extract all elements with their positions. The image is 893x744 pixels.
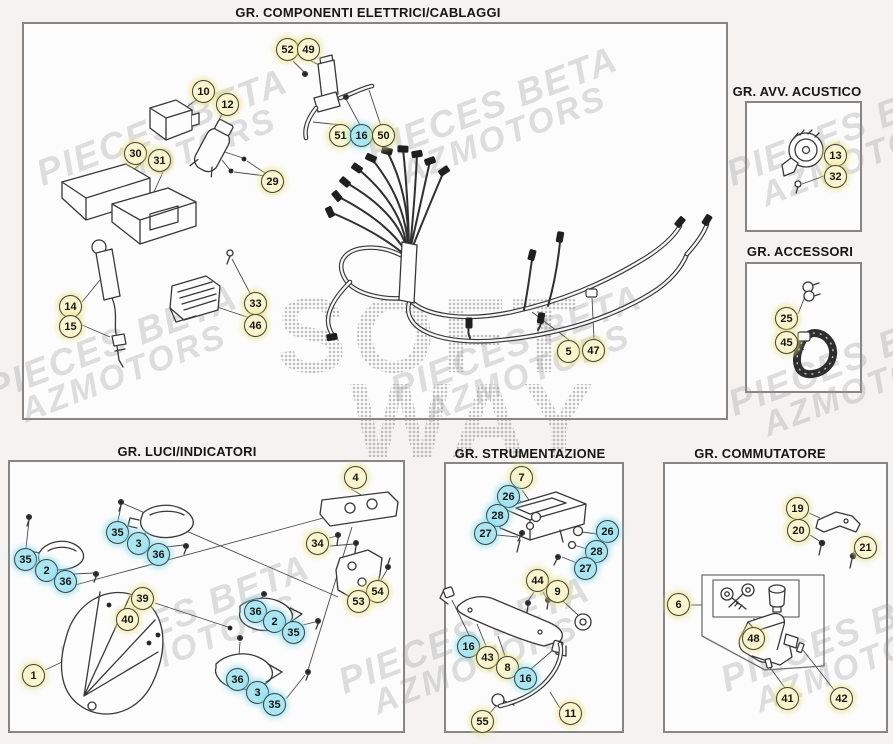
panel-title-luci-indicatori: GR. LUCI/INDICATORI [117,444,257,459]
panel-title-strumentazione: GR. STRUMENTAZIONE [454,446,606,461]
callout-commutatore-20: 20 [787,519,810,542]
callout-elettrici-15: 15 [59,315,82,338]
callout-elettrici-16: 16 [350,124,373,147]
callout-strumentazione-28: 28 [486,504,509,527]
callout-accessori-45: 45 [775,331,798,354]
headlight-screw-1 [106,602,112,608]
callout-strumentazione-26: 26 [497,485,520,508]
switch-bracket-drawing [815,511,861,569]
callout-acustico-32: 32 [824,165,847,188]
callout-elettrici-29: 29 [261,170,284,193]
callout-elettrici-52: 52 [276,38,299,61]
callout-elettrici-33: 33 [244,292,267,315]
headlight-screw-4 [227,625,233,631]
cap-47-drawing [585,288,598,298]
headlight-screw-2 [155,632,161,638]
callout-luci-2: 2 [35,559,58,582]
callout-strumentazione-55: 55 [471,710,494,733]
callout-accessori-25: 25 [775,307,798,330]
callout-luci-36: 36 [226,668,249,691]
callout-elettrici-30: 30 [124,142,147,165]
callout-luci-4: 4 [344,466,367,489]
callout-elettrici-49: 49 [297,38,320,61]
callout-strumentazione-27: 27 [574,557,597,580]
accessory-clamp-drawing [802,281,821,302]
regulator-drawing [169,275,221,323]
screw-29b [228,168,234,174]
callout-luci-54: 54 [366,580,389,603]
front-indicator-right-drawing [117,498,194,555]
spark-plug-drawing [111,333,127,368]
headlight-screw-3 [146,640,152,646]
callout-commutatore-19: 19 [786,497,809,520]
callout-luci-3: 3 [246,681,269,704]
panel-title-commutatore: GR. COMMUTATORE [694,446,826,461]
callout-luci-36: 36 [147,543,170,566]
callout-strumentazione-9: 9 [546,580,569,603]
callout-strumentazione-16: 16 [457,635,480,658]
callout-luci-35: 35 [282,621,305,644]
panel-title-avv-acustico: GR. AVV. ACUSTICO [732,84,862,99]
callout-commutatore-48: 48 [742,627,765,650]
callout-strumentazione-43: 43 [476,646,499,669]
headlight-drawing [60,591,164,715]
callout-elettrici-51: 51 [329,124,352,147]
callout-commutatore-41: 41 [776,687,799,710]
callout-strumentazione-28: 28 [585,540,608,563]
callout-strumentazione-27: 27 [474,522,497,545]
callout-elettrici-50: 50 [372,124,395,147]
callout-elettrici-47: 47 [582,339,605,362]
callout-commutatore-21: 21 [854,536,877,559]
callout-elettrici-31: 31 [148,149,171,172]
callout-commutatore-42: 42 [830,687,853,710]
callout-luci-36: 36 [54,570,77,593]
speedometer-drawing [499,491,587,566]
callout-strumentazione-16: 16 [514,667,537,690]
screw-33-drawing [226,249,234,265]
callout-strumentazione-11: 11 [559,702,582,725]
callout-strumentazione-8: 8 [496,656,519,679]
callout-luci-40: 40 [116,608,139,631]
ecu-box-drawing [61,163,197,245]
callout-strumentazione-44: 44 [526,569,549,592]
callout-luci-2: 2 [263,610,286,633]
callout-luci-34: 34 [306,532,329,555]
callout-acustico-13: 13 [824,144,847,167]
tail-light-drawing [319,491,399,554]
horn-drawing [781,129,824,194]
callout-luci-1: 1 [22,664,45,687]
callout-elettrici-10: 10 [192,80,215,103]
callout-luci-35: 35 [263,693,286,716]
callout-elettrici-5: 5 [557,340,580,363]
screw-29a [241,156,247,162]
instrument-bracket-drawing [439,586,592,657]
callout-strumentazione-26: 26 [596,520,619,543]
callout-commutatore-6: 6 [667,593,690,616]
callout-strumentazione-7: 7 [510,466,533,489]
callout-luci-3: 3 [127,532,150,555]
fuel-pump-drawing [301,54,375,141]
callout-luci-53: 53 [347,590,370,613]
spiral-hose-drawing [793,329,838,379]
callout-elettrici-46: 46 [244,314,267,337]
panel-title-componenti-elettrici: GR. COMPONENTI ELETTRICI/CABLAGGI [235,5,501,20]
flasher-relay-drawing [149,99,200,141]
panel-title-accessori: GR. ACCESSORI [746,244,854,259]
key-set-box-drawing [701,574,825,671]
callout-luci-35: 35 [106,521,129,544]
speedo-cable-drawing [491,641,564,709]
callout-elettrici-12: 12 [216,93,239,116]
starter-relay-drawing [189,118,234,178]
callout-luci-39: 39 [131,587,154,610]
callout-luci-35: 35 [14,548,37,571]
wiring-harness-drawing [324,145,713,344]
ignition-coil-drawing [91,239,121,335]
